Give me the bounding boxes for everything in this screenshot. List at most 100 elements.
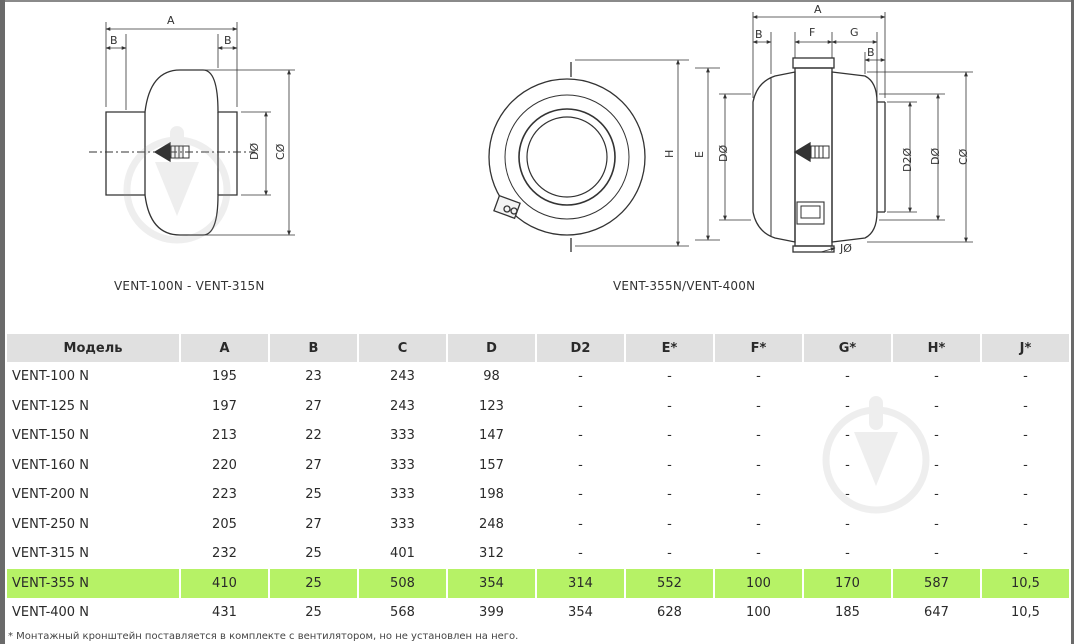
value-cell: - — [667, 457, 672, 473]
value-cell: 100 — [714, 568, 802, 598]
value-cell: - — [756, 457, 761, 473]
value-cell: 25 — [269, 568, 357, 598]
value-cell: 333 — [390, 487, 415, 503]
value-cell: 243 — [390, 369, 415, 385]
value-cell: - — [845, 428, 850, 444]
value-cell: - — [756, 369, 761, 385]
model-cell: VENT-400 N — [12, 605, 89, 621]
footnote: * Монтажный кронштейн поставляется в ком… — [8, 631, 519, 642]
value-cell: 508 — [358, 568, 446, 598]
dim-label-b-right1: B — [755, 28, 763, 41]
dim-label-c-left: CØ — [274, 143, 287, 160]
dim-label-e: E — [693, 151, 706, 158]
value-cell: - — [845, 398, 850, 414]
value-cell: - — [756, 398, 761, 414]
value-cell: - — [1023, 428, 1028, 444]
technical-drawings: A B B DØ CØ H E DØ A B F G B D2Ø DØ CØ J… — [5, 2, 1071, 330]
value-cell: - — [667, 369, 672, 385]
value-cell: - — [756, 428, 761, 444]
model-cell: VENT-100 N — [12, 369, 89, 385]
value-cell: - — [578, 487, 583, 503]
value-cell: 248 — [479, 516, 504, 532]
dim-label-j: JØ — [839, 242, 852, 255]
column-header: Модель — [7, 334, 179, 362]
value-cell: 354 — [568, 605, 593, 621]
value-cell: 147 — [479, 428, 504, 444]
value-cell: 123 — [479, 398, 504, 414]
watermark-logo-right — [822, 396, 930, 514]
caption-right-drawing: VENT-355N/VENT-400N — [613, 279, 756, 293]
value-cell: 25 — [305, 546, 322, 562]
value-cell: - — [756, 546, 761, 562]
value-cell: 628 — [657, 605, 682, 621]
value-cell: 170 — [803, 568, 891, 598]
model-cell: VENT-125 N — [12, 398, 89, 414]
value-cell: 195 — [212, 369, 237, 385]
value-cell: 197 — [212, 398, 237, 414]
value-cell: - — [578, 516, 583, 532]
dim-label-d2: D2Ø — [901, 148, 914, 172]
value-cell: 410 — [180, 568, 268, 598]
dim-label-a-right: A — [814, 3, 822, 16]
value-cell: 232 — [212, 546, 237, 562]
column-header: B — [269, 334, 357, 362]
value-cell: - — [934, 457, 939, 473]
value-cell: - — [756, 487, 761, 503]
value-cell: - — [1023, 369, 1028, 385]
value-cell: 205 — [212, 516, 237, 532]
right-fan-drawing — [719, 12, 973, 253]
column-header: G* — [803, 334, 891, 362]
value-cell: - — [756, 516, 761, 532]
value-cell: 243 — [390, 398, 415, 414]
value-cell: - — [578, 457, 583, 473]
drawings-svg: A B B DØ CØ H E DØ A B F G B D2Ø DØ CØ J… — [89, 3, 973, 255]
dim-label-b-left2: B — [224, 34, 232, 47]
value-cell: - — [667, 546, 672, 562]
value-cell: 98 — [483, 369, 500, 385]
table-body: VENT-100 N 195 23 243 98 - - - - - - VENT-125 N 197 2… — [7, 362, 1069, 628]
value-cell: - — [934, 546, 939, 562]
value-cell: - — [934, 398, 939, 414]
value-cell: - — [667, 516, 672, 532]
value-cell: - — [934, 369, 939, 385]
column-header: D — [447, 334, 535, 362]
model-cell: VENT-355 N — [7, 568, 179, 598]
watermark-logo-left — [123, 126, 231, 244]
value-cell: 213 — [212, 428, 237, 444]
value-cell: 333 — [390, 516, 415, 532]
value-cell: - — [845, 546, 850, 562]
dim-label-a-left: A — [167, 14, 175, 27]
value-cell: - — [1023, 487, 1028, 503]
value-cell: - — [845, 487, 850, 503]
caption-left-drawing: VENT-100N - VENT-315N — [114, 279, 265, 293]
value-cell: - — [845, 516, 850, 532]
value-cell: 220 — [212, 457, 237, 473]
value-cell: - — [1023, 457, 1028, 473]
value-cell: 23 — [305, 369, 322, 385]
value-cell: 333 — [390, 457, 415, 473]
value-cell: - — [578, 428, 583, 444]
column-header: J* — [981, 334, 1069, 362]
dim-label-b-left1: B — [110, 34, 118, 47]
dim-label-c-right: CØ — [957, 148, 970, 165]
value-cell: - — [578, 398, 583, 414]
model-cell: VENT-315 N — [12, 546, 89, 562]
frame-right-edge — [1071, 0, 1074, 644]
model-cell: VENT-160 N — [12, 457, 89, 473]
value-cell: 223 — [212, 487, 237, 503]
value-cell: - — [578, 546, 583, 562]
value-cell: - — [667, 428, 672, 444]
value-cell: 587 — [892, 568, 980, 598]
column-header: A — [180, 334, 268, 362]
dim-label-h: H — [663, 150, 676, 158]
value-cell: 647 — [924, 605, 949, 621]
